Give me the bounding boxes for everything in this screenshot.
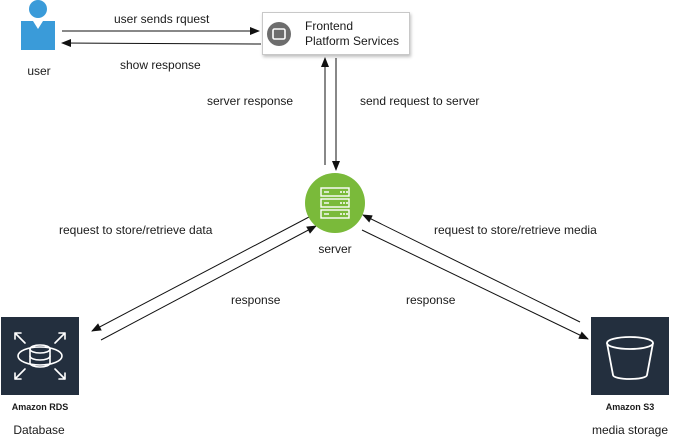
arrow-server-to-s3 — [361, 229, 589, 340]
arrow-server-to-db — [91, 216, 310, 332]
server-node — [305, 173, 365, 233]
arrow-frontend-to-user — [61, 39, 262, 48]
edge-label-request-store-media: request to store/retrieve media — [434, 223, 597, 237]
edge-label-show-response: show response — [120, 58, 201, 72]
frontend-label-line2: Platform Services — [305, 34, 400, 48]
media-storage-node — [591, 317, 669, 395]
monitor-icon — [267, 22, 291, 46]
frontend-node: Frontend Platform Services — [262, 12, 410, 55]
arrow-s3-to-server — [362, 214, 581, 323]
rds-icon — [14, 332, 66, 380]
edge-label-user-sends-request: user sends rquest — [114, 12, 210, 26]
edge-label-s3-response: response — [406, 293, 456, 307]
s3-bucket-icon — [606, 336, 654, 380]
edge-label-server-response: server response — [207, 94, 294, 108]
media-storage-label: media storage — [591, 423, 669, 437]
server-label: server — [318, 242, 352, 256]
s3-service-label: Amazon S3 — [605, 402, 655, 412]
arrow-db-to-server — [100, 225, 317, 341]
frontend-label-line1: Frontend — [305, 19, 354, 33]
edge-label-send-request-to-server: send request to server — [360, 94, 480, 108]
rds-service-label: Amazon RDS — [11, 402, 69, 412]
user-icon — [21, 0, 55, 50]
database-label: Database — [13, 423, 65, 437]
user-label: user — [27, 64, 51, 78]
edge-label-request-store-data: request to store/retrieve data — [59, 223, 213, 237]
edge-label-db-response: response — [231, 293, 281, 307]
database-node — [1, 317, 79, 395]
frontend-label: Frontend Platform Services — [305, 19, 399, 49]
server-icon — [320, 187, 350, 219]
